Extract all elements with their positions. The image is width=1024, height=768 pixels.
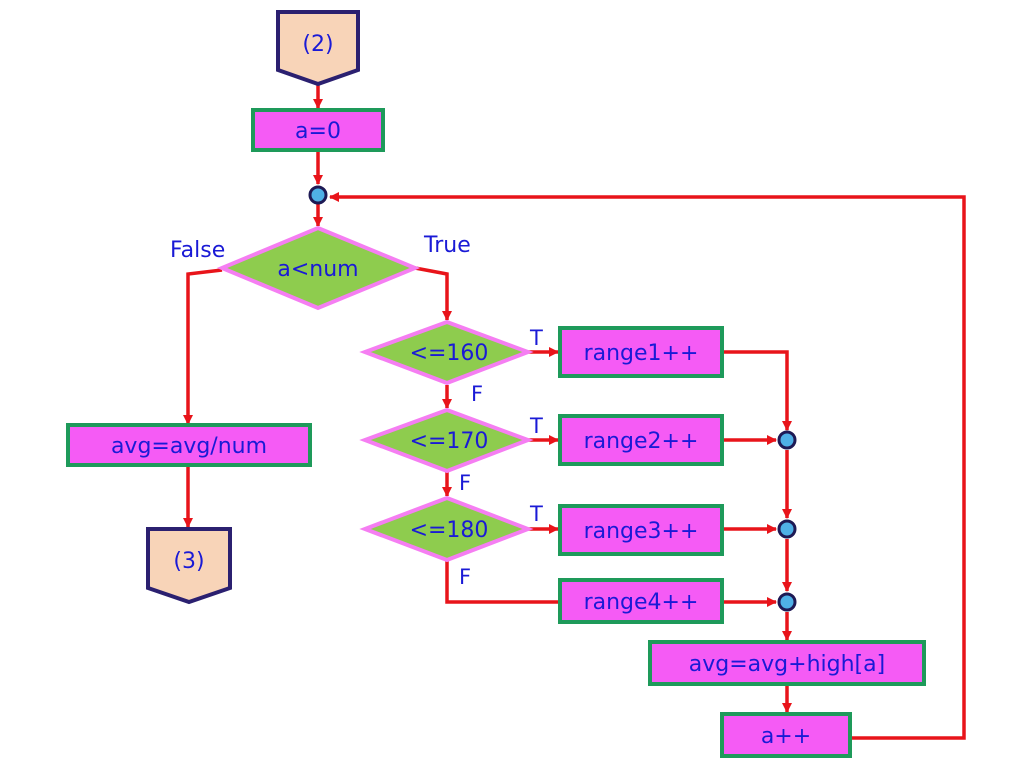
box-incr: a++ <box>720 712 852 758</box>
box-avg-div-label: avg=avg/num <box>111 434 267 459</box>
box-range2-label: range2++ <box>584 429 699 454</box>
box-incr-label: a++ <box>761 724 811 749</box>
arrow-range1-to-junction <box>722 350 792 431</box>
arrow-false-branch <box>183 268 223 425</box>
box-range4-label: range4++ <box>584 590 699 615</box>
box-range1-label: range1++ <box>584 341 699 366</box>
connector-bottom-label: (3) <box>173 549 204 574</box>
decision-le160: <=160 <box>359 319 534 386</box>
connector-top-label: (2) <box>302 32 333 57</box>
arrow-loop-back <box>329 192 966 740</box>
box-init: a=0 <box>251 108 385 152</box>
flow-lines <box>183 84 966 740</box>
box-avg-div: avg=avg/num <box>66 423 312 467</box>
box-range4: range4++ <box>558 578 724 624</box>
decision-loop: a<num <box>216 225 421 311</box>
decision-loop-label: a<num <box>277 257 358 282</box>
label-f-160: F <box>471 382 483 406</box>
label-f-180: F <box>459 565 471 589</box>
label-t-180: T <box>529 502 543 526</box>
label-true: True <box>423 233 471 258</box>
junction-range3 <box>777 519 797 539</box>
box-avg-add: avg=avg+high[a] <box>648 640 926 686</box>
junction-loop-top <box>308 185 328 205</box>
box-range3: range3++ <box>558 504 724 556</box>
connector-bottom: (3) <box>146 527 232 605</box>
box-range2: range2++ <box>558 414 724 466</box>
decision-le170: <=170 <box>359 407 534 474</box>
junction-range4 <box>777 592 797 612</box>
box-init-label: a=0 <box>295 119 341 144</box>
label-false: False <box>170 238 225 263</box>
decision-le180-label: <=180 <box>410 518 489 543</box>
junction-range2 <box>777 430 797 450</box>
label-t-160: T <box>529 326 543 350</box>
box-range1: range1++ <box>558 326 724 378</box>
decision-le160-label: <=160 <box>410 341 489 366</box>
arrow-true-branch <box>414 266 452 321</box>
label-f-170: F <box>459 471 471 495</box>
label-t-170: T <box>529 414 543 438</box>
connector-top: (2) <box>276 10 360 87</box>
decision-le180: <=180 <box>359 495 534 563</box>
decision-le170-label: <=170 <box>410 429 489 454</box>
box-avg-add-label: avg=avg+high[a] <box>689 652 885 677</box>
box-range3-label: range3++ <box>584 519 699 544</box>
line-le180-false <box>445 560 560 604</box>
